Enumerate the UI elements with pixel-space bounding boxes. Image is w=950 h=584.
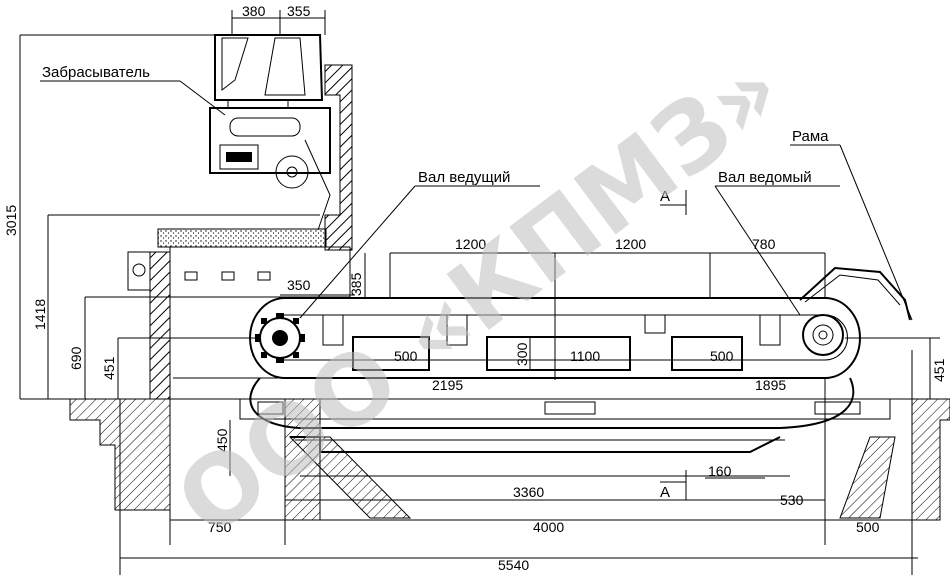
dim-500-b: 500 <box>710 348 734 364</box>
dim-380: 380 <box>242 3 266 19</box>
dim-300: 300 <box>514 342 530 366</box>
dim-3015: 3015 <box>3 205 19 236</box>
foundation <box>20 398 950 521</box>
dim-160: 160 <box>708 463 732 479</box>
dim-451-right: 451 <box>931 358 947 382</box>
label-thrower: Забрасыватель <box>42 64 150 81</box>
dim-530: 530 <box>780 492 804 508</box>
dim-1200-b: 1200 <box>615 236 646 252</box>
dimension-lines <box>19 10 940 575</box>
dim-1895: 1895 <box>755 377 786 393</box>
dim-750: 750 <box>208 519 232 535</box>
driven-pulley-icon <box>802 314 844 356</box>
dim-780: 780 <box>752 236 776 252</box>
dim-451-left: 451 <box>101 356 117 380</box>
section-mark-top: А <box>660 188 670 205</box>
dim-500-a: 500 <box>394 348 418 364</box>
dim-5540: 5540 <box>498 557 529 573</box>
dim-500-c: 500 <box>856 519 880 535</box>
dim-4000: 4000 <box>533 519 564 535</box>
label-frame: Рама <box>792 128 829 145</box>
dim-450: 450 <box>214 428 230 452</box>
label-driven-shaft: Вал ведомый <box>718 169 812 186</box>
dim-355: 355 <box>287 3 311 19</box>
section-mark-bottom: А <box>660 484 670 501</box>
dim-385: 385 <box>348 272 364 296</box>
dim-1100: 1100 <box>570 348 600 364</box>
watermark: ООО «КПМЗ» <box>156 33 802 559</box>
hopper-wall <box>127 64 353 400</box>
callouts: Забрасыватель Вал ведущий Вал ведомый Ра… <box>42 64 829 501</box>
dim-1418: 1418 <box>32 299 48 330</box>
dim-350: 350 <box>287 277 311 293</box>
thrower <box>209 34 331 231</box>
dim-2195: 2195 <box>432 377 463 393</box>
label-drive-shaft: Вал ведущий <box>418 169 510 186</box>
dim-1200-a: 1200 <box>455 236 486 252</box>
dim-690: 690 <box>68 346 84 370</box>
dimension-texts: 380 355 3015 1418 690 451 451 350 385 12… <box>3 3 947 573</box>
dim-3360: 3360 <box>513 484 544 500</box>
